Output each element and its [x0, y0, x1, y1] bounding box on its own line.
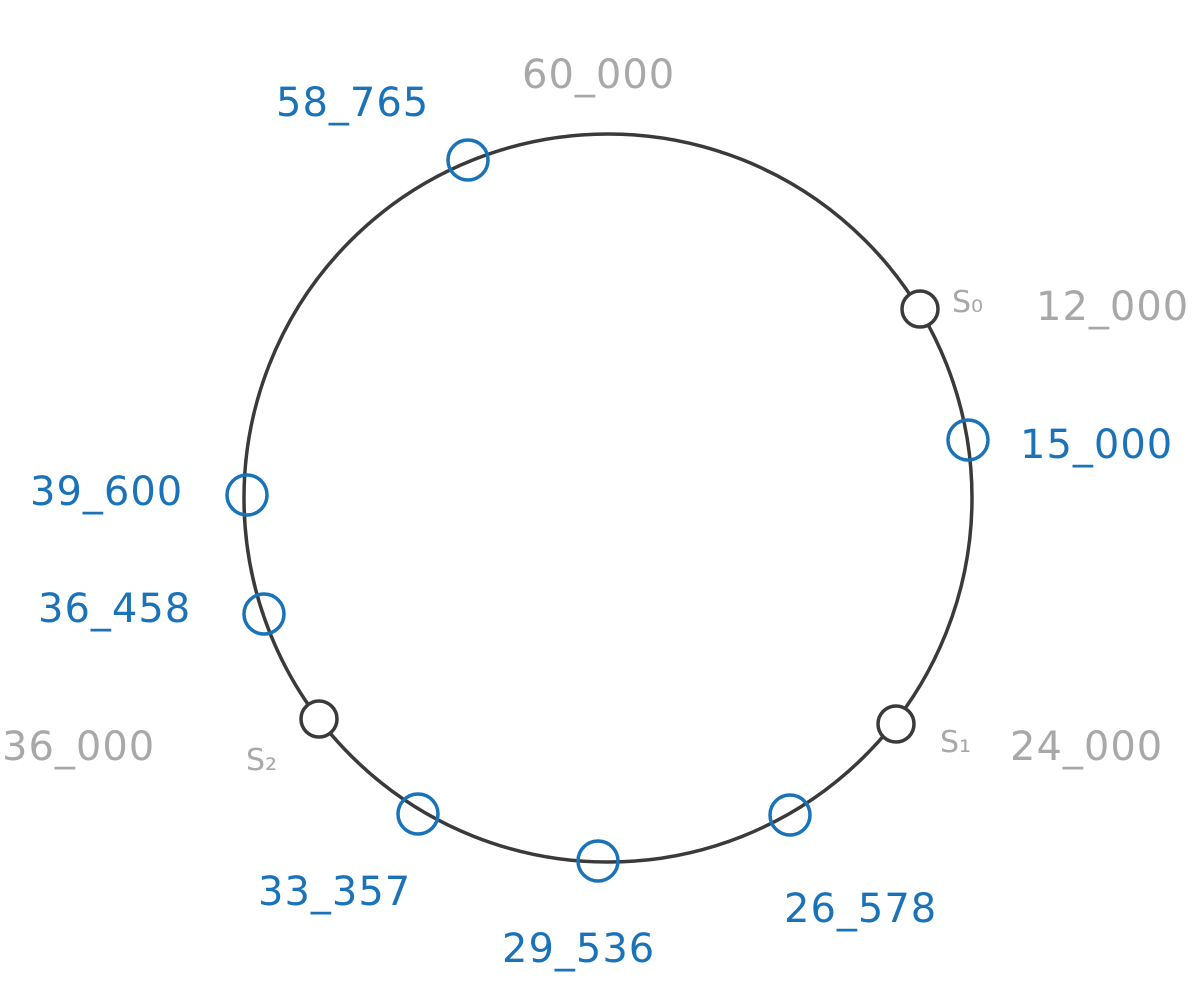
server-node-s1	[876, 704, 916, 744]
hash-ring	[242, 132, 974, 864]
key-node-26578	[768, 793, 812, 837]
key-label-36458: 36_458	[38, 586, 191, 632]
key-node-58765	[446, 138, 490, 182]
key-node-15000	[946, 418, 990, 462]
server-position-s0: 12_000	[1036, 284, 1189, 330]
key-label-29536: 29_536	[502, 926, 655, 972]
server-position-s1: 24_000	[1010, 724, 1163, 770]
ring-top-label: 60_000	[522, 52, 675, 98]
key-node-29536	[576, 839, 620, 883]
key-label-58765: 58_765	[276, 80, 429, 126]
server-position-s2: 36_000	[2, 724, 155, 770]
key-label-39600: 39_600	[30, 469, 183, 515]
key-label-26578: 26_578	[784, 886, 937, 932]
server-name-s2: S₂	[246, 743, 277, 778]
key-node-36458	[242, 592, 286, 636]
key-node-39600	[225, 473, 269, 517]
key-node-33357	[396, 792, 440, 836]
server-node-s0	[900, 289, 940, 329]
server-name-s0: S₀	[952, 285, 983, 320]
server-name-s1: S₁	[940, 725, 971, 760]
server-node-s2	[299, 699, 339, 739]
key-label-33357: 33_357	[258, 869, 411, 915]
key-label-15000: 15_000	[1020, 422, 1173, 468]
